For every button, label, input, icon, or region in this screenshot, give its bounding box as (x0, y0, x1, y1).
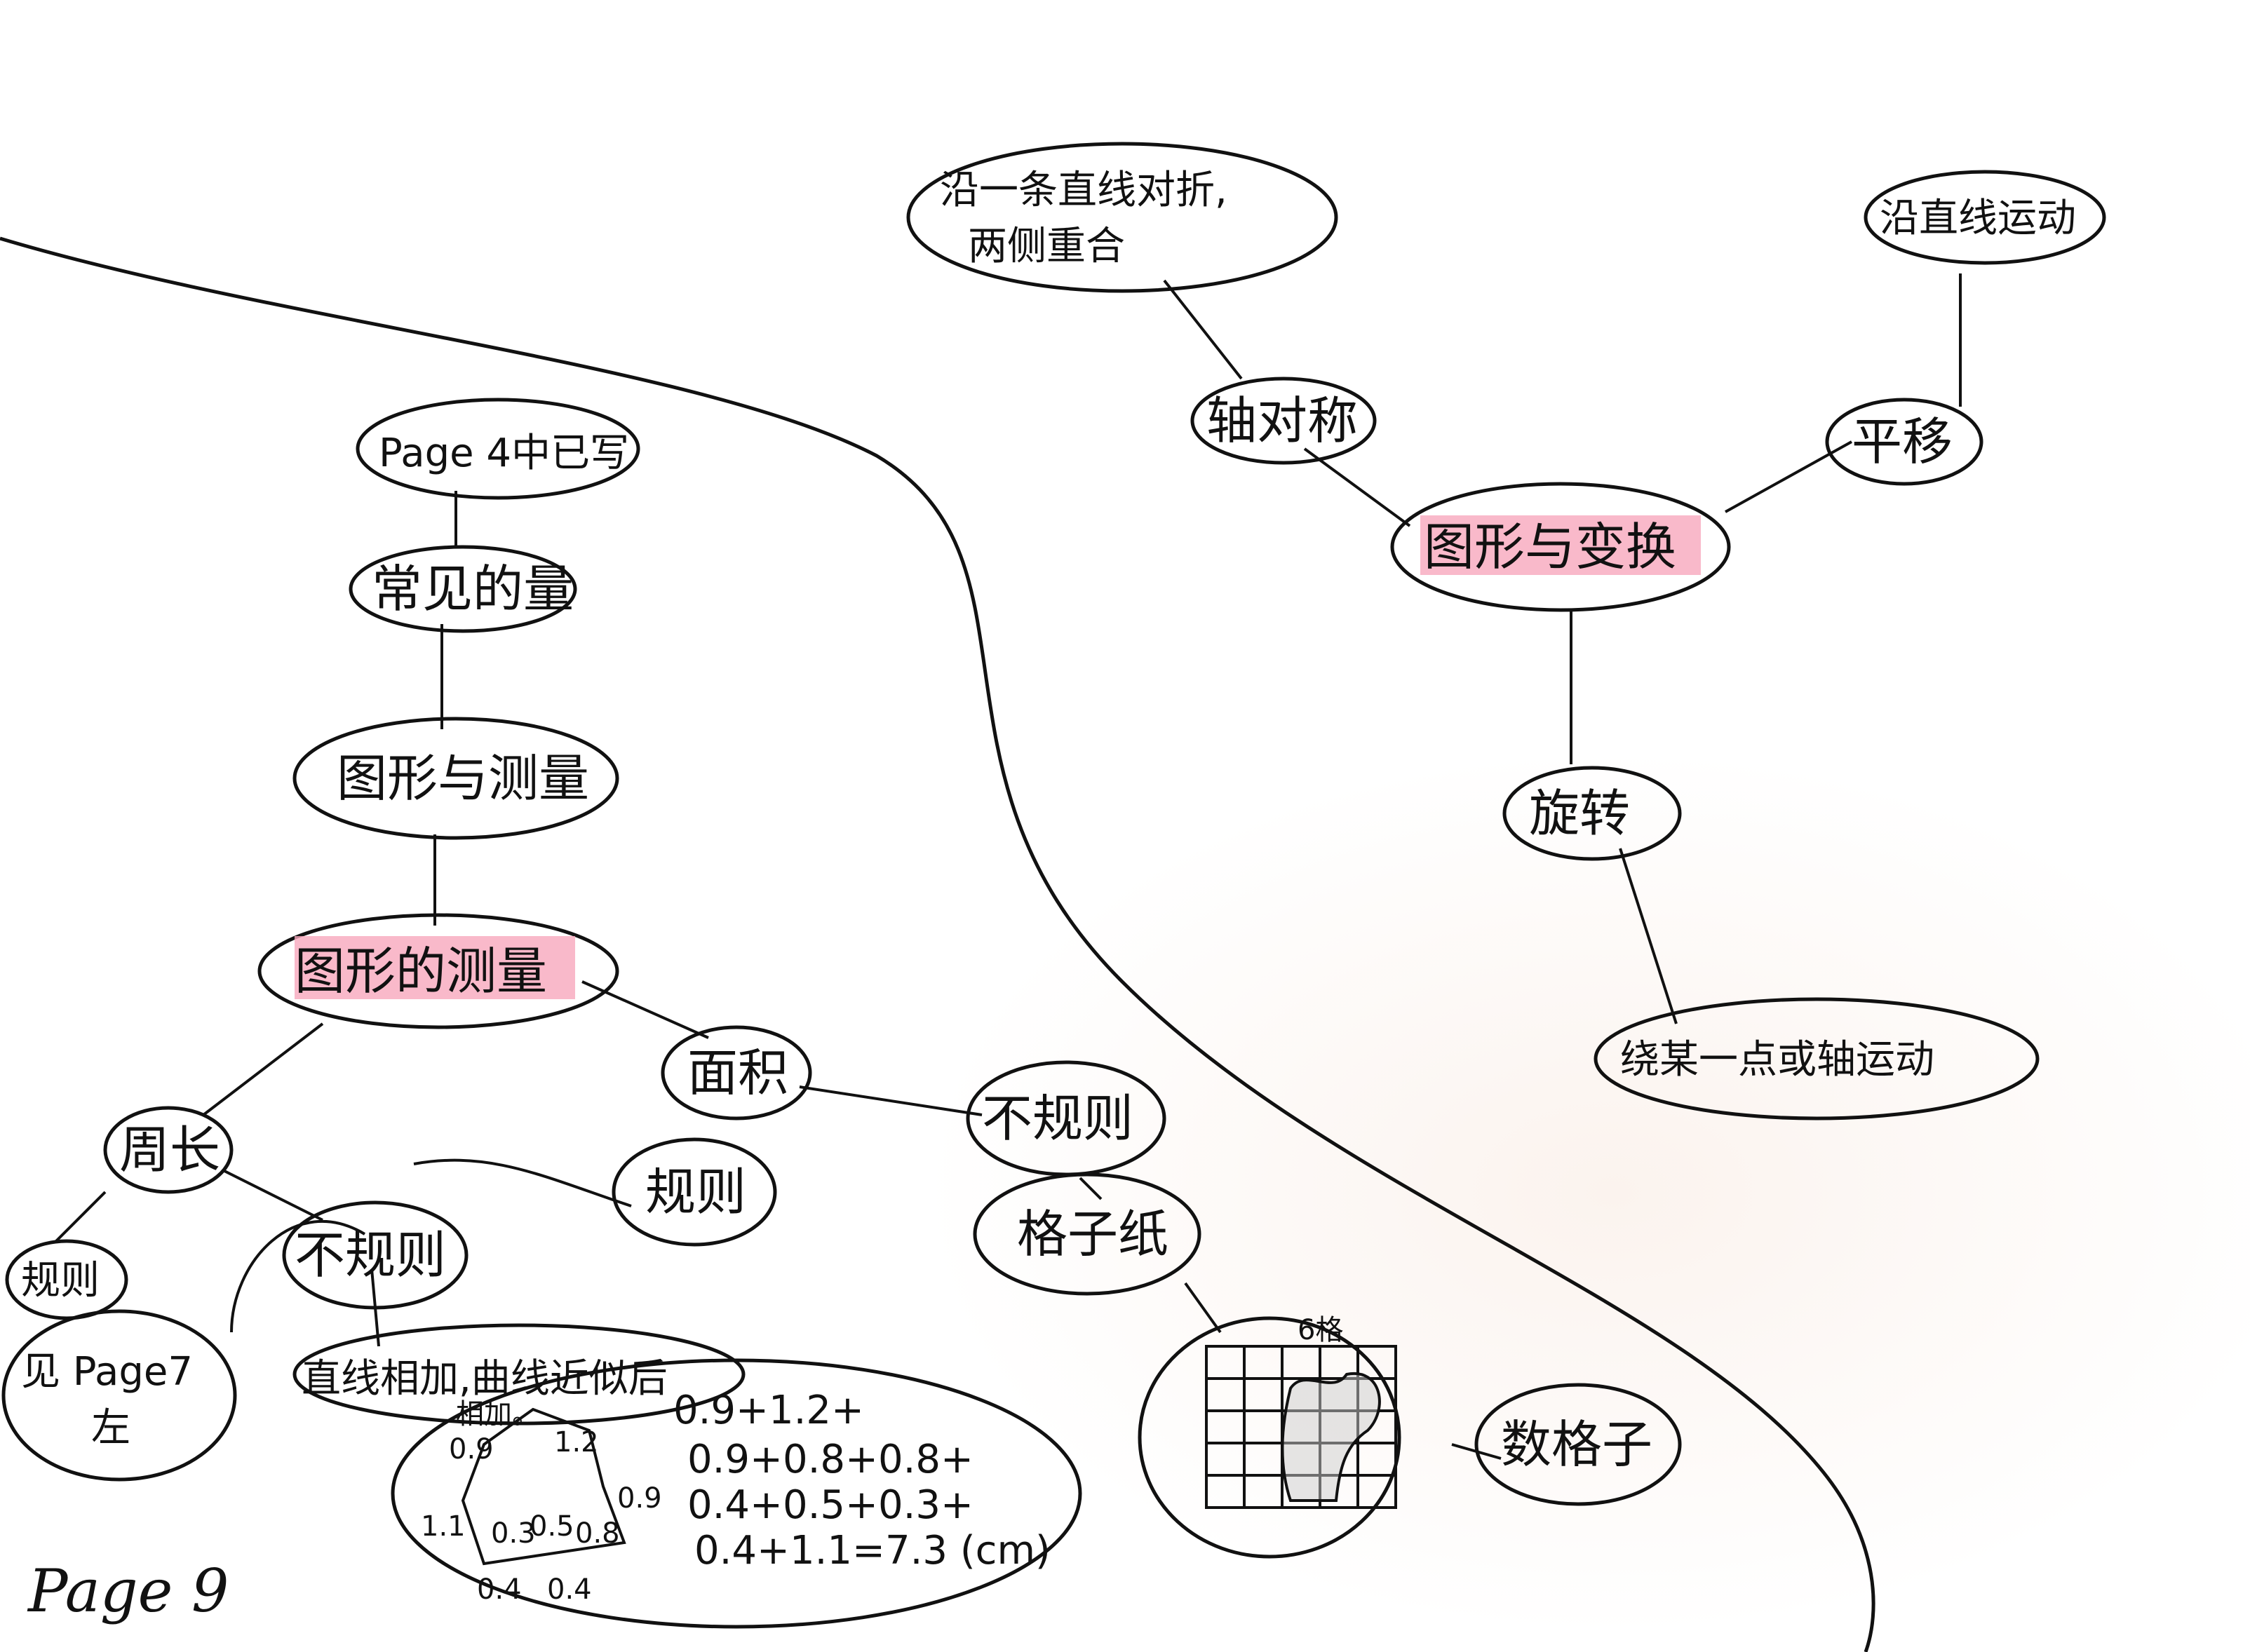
calc-line: 0.9+0.8+0.8+ (687, 1437, 974, 1482)
right-connectors (1163, 273, 1962, 1024)
node-common-quantity: 常见的量 (372, 560, 574, 618)
node-measure-of-shapes: 图形的测量 (295, 942, 547, 1001)
node-shapes (1, 142, 2106, 1629)
node-translation: 平移 (1852, 412, 1953, 471)
node-transform: 图形与变换 (1424, 517, 1676, 576)
node-regular-right: 规则 (645, 1163, 746, 1221)
node-area: 面积 (687, 1043, 788, 1102)
shape-label: 0.9 (617, 1482, 662, 1515)
shape-label: 0.8 (575, 1517, 620, 1550)
shape-label: 0.3 (491, 1517, 536, 1550)
shape-label: 0.5 (530, 1510, 574, 1543)
node-rotation-def: 绕某一点或轴运动 (1620, 1037, 1934, 1083)
shape-label: 0.4 (547, 1573, 592, 1606)
calculation: 0.9+1.2+ 0.9+0.8+0.8+ 0.4+0.5+0.3+ 0.4+1… (673, 1388, 1051, 1573)
calc-line: 0.4+1.1=7.3 (cm) (694, 1528, 1051, 1573)
calc-line: 0.4+0.5+0.3+ (687, 1482, 974, 1528)
node-rotation: 旋转 (1529, 784, 1630, 843)
node-see-page7: 见 Page7 左 (21, 1349, 206, 1451)
node-approx-method: 直线相加,曲线近似后 (302, 1356, 668, 1402)
node-translation-def: 沿直线运动 (1880, 196, 2076, 241)
shape-label: 1.1 (421, 1510, 466, 1543)
grid-figure (1205, 1345, 1397, 1509)
left-connectors (55, 491, 1502, 1460)
shape-label: 0.9 (449, 1433, 494, 1465)
grid-count-label: 6格 (1298, 1314, 1343, 1346)
node-grid-paper: 格子纸 (1017, 1205, 1168, 1264)
note-page4: Page 4中已写 (379, 431, 629, 476)
node-perimeter: 周长 (119, 1120, 220, 1179)
node-count-grid: 数格子 (1501, 1415, 1652, 1474)
shape-label: 0.4 (477, 1573, 522, 1606)
divider-curve (0, 236, 1875, 1652)
polygon-sketch: 0.9 1.2 0.9 1.1 0.3 0.5 0.8 0.4 0.4 (421, 1407, 662, 1606)
page-number: Page 9 (28, 1557, 229, 1625)
highlight-measure (295, 936, 575, 999)
highlight-transform (1420, 515, 1701, 575)
node-shape-measure: 图形与测量 (337, 749, 589, 808)
calc-line: 0.9+1.2+ (673, 1388, 864, 1433)
node-axis-def: 沿一条直线对折, 两侧重合 (940, 168, 1240, 269)
node-regular-left: 规则 (21, 1258, 100, 1304)
node-axis-symmetry: 轴对称 (1206, 391, 1358, 450)
node-irregular-right: 不规则 (982, 1089, 1133, 1148)
shape-label: 1.2 (554, 1426, 599, 1458)
node-irregular-left: 不规则 (295, 1226, 446, 1285)
